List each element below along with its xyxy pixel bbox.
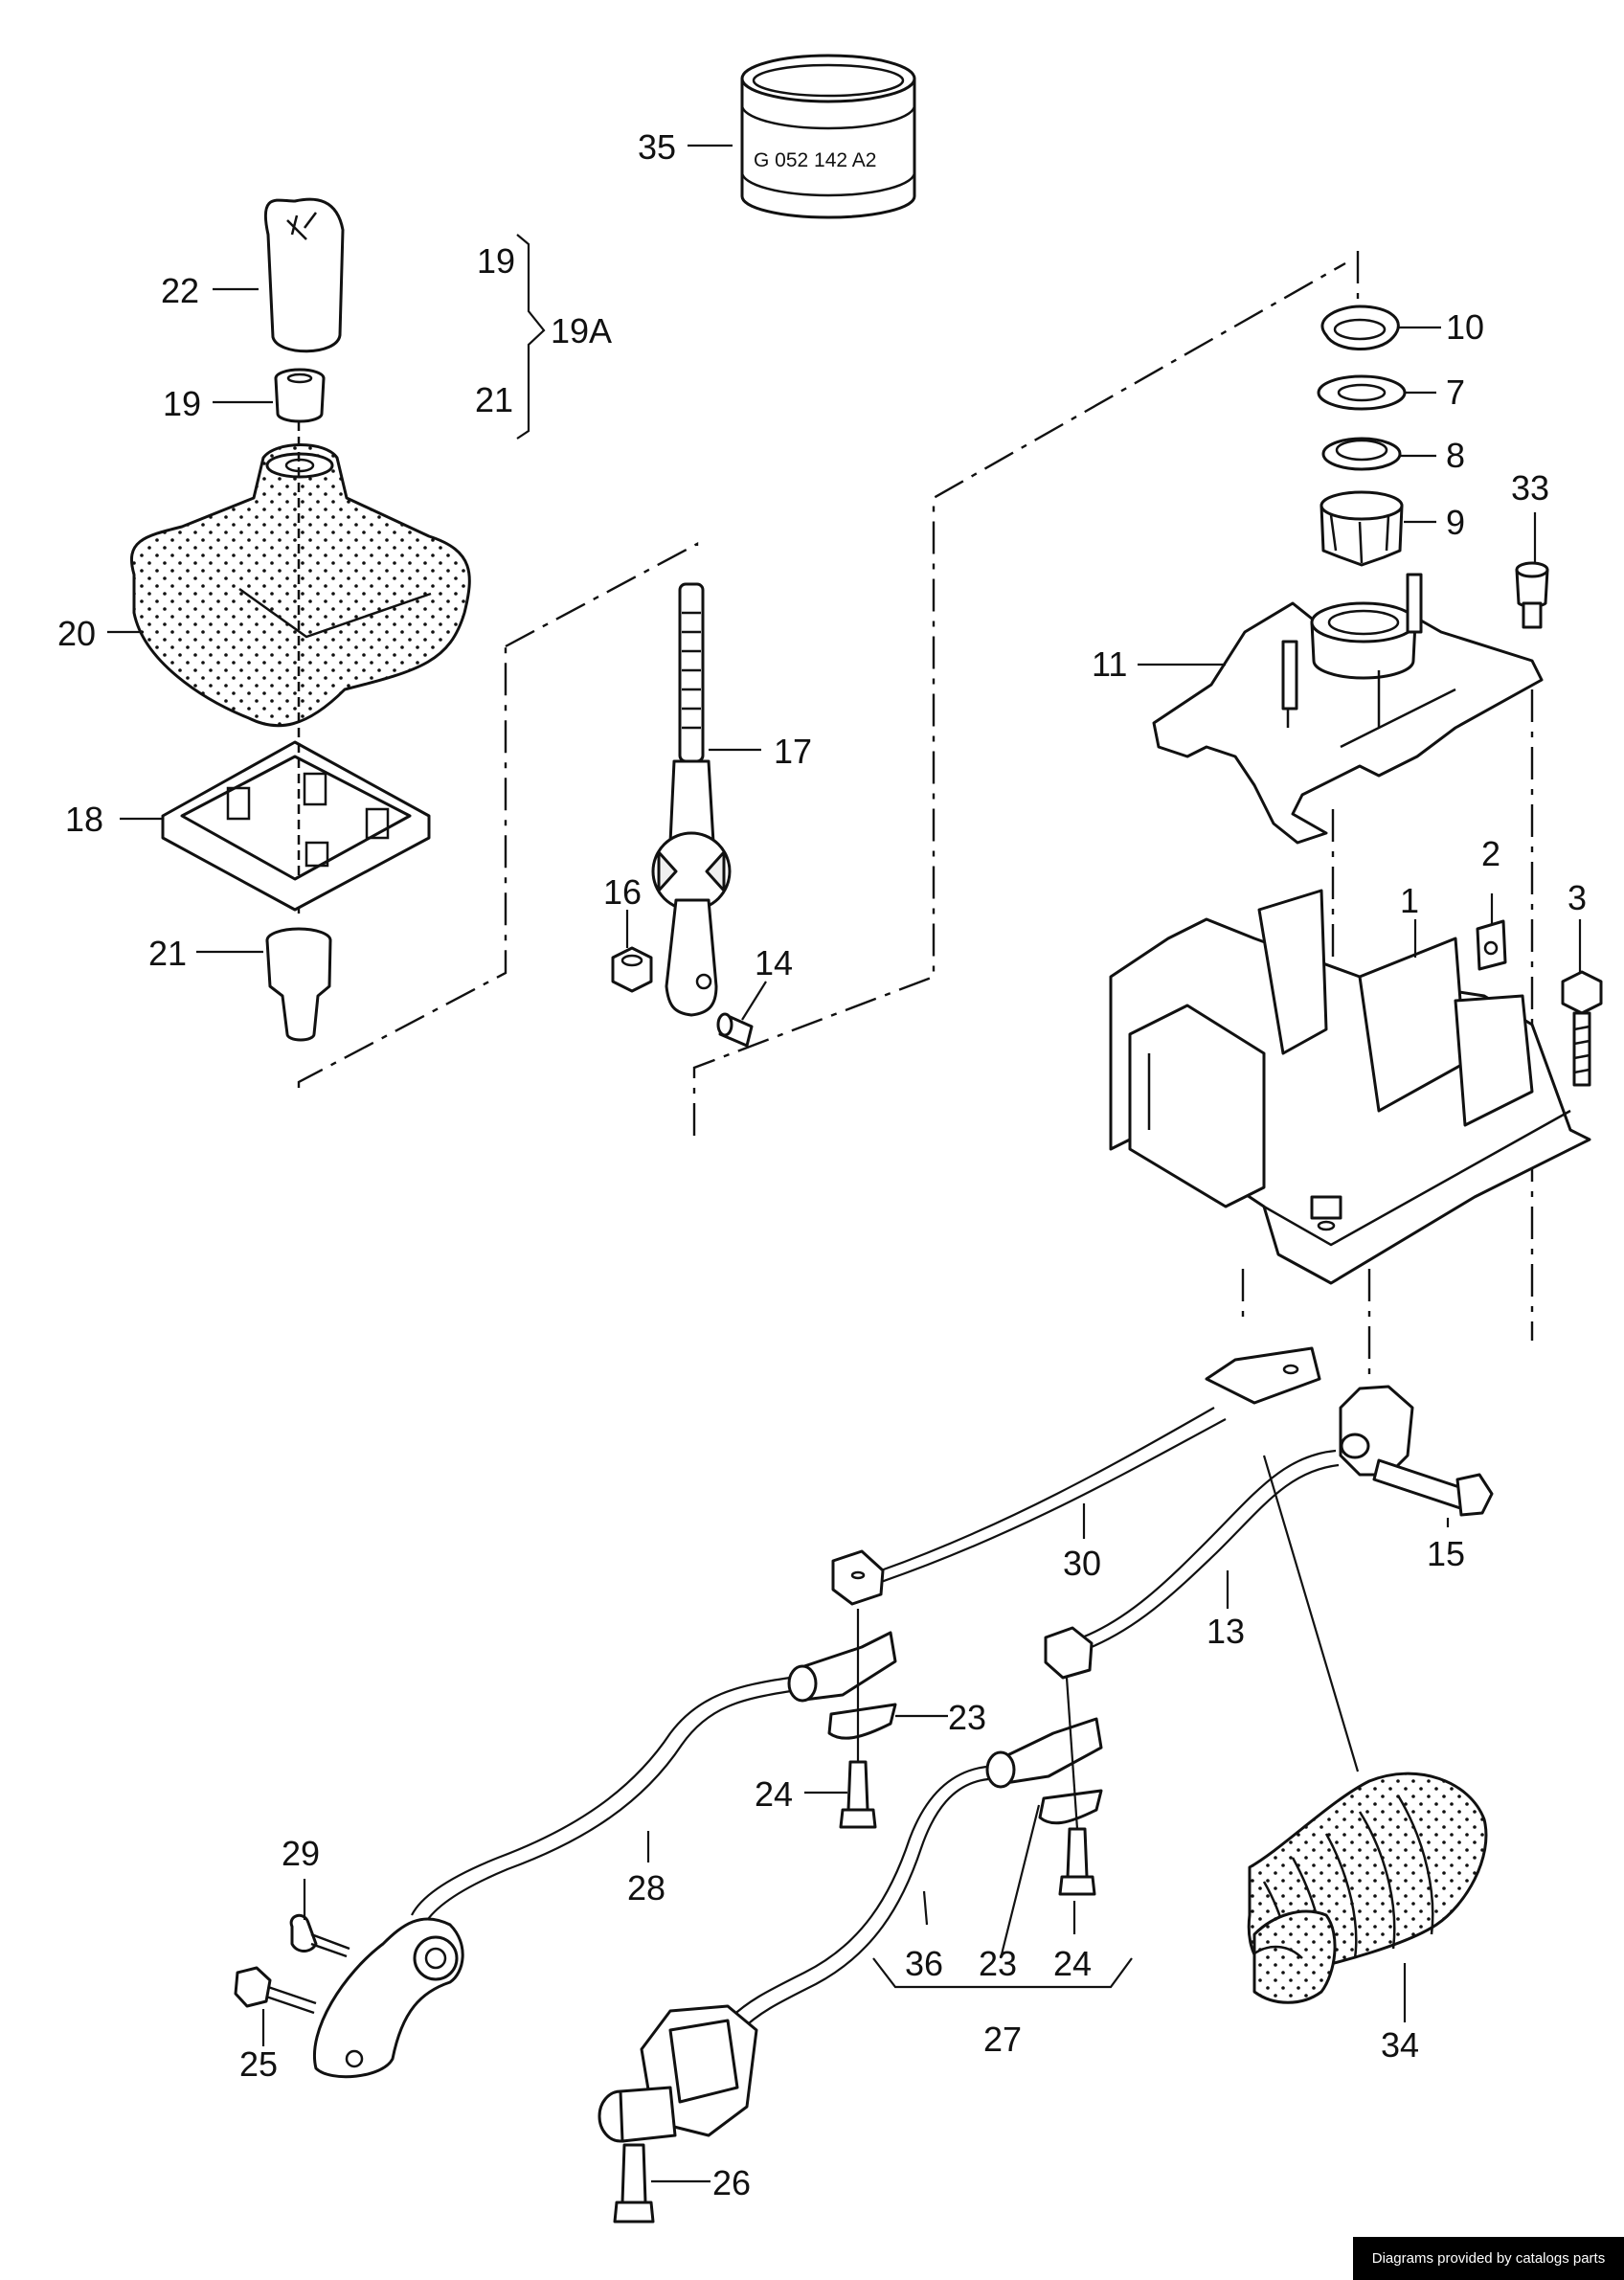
callout-9: 9 (1446, 503, 1465, 542)
part-3-bolt (1561, 970, 1603, 1087)
part-25-bolt (234, 1966, 317, 2015)
callout-24-right: 24 (1053, 1944, 1092, 1983)
callout-25: 25 (239, 2044, 278, 2084)
part-35-sleeve: G 052 142 A2 (740, 54, 916, 219)
footer-credit: Diagrams provided by catalogs parts (1353, 2237, 1624, 2280)
leader-lines (107, 144, 1582, 2183)
part-24-bolt-right (1058, 1827, 1096, 1896)
callout-33: 33 (1511, 468, 1549, 508)
part-10-circlip (1320, 305, 1400, 350)
part-9-bushing (1320, 490, 1404, 567)
part-13-cable (1044, 1385, 1414, 1680)
callout-29: 29 (282, 1834, 320, 1873)
part-36-cable (727, 1765, 989, 2033)
callout-7: 7 (1446, 372, 1465, 412)
callout-19-group: 19 (477, 241, 515, 281)
callout-10: 10 (1446, 307, 1484, 347)
callout-16: 16 (603, 872, 642, 912)
callout-1: 1 (1400, 881, 1419, 920)
part-30-cable (831, 1346, 1321, 1606)
callout-19: 19 (163, 384, 201, 423)
callout-8: 8 (1446, 436, 1465, 475)
callouts: 35 22 19 20 18 21 19 19A 21 17 16 14 10 … (57, 127, 1587, 2202)
callout-36: 36 (905, 1944, 943, 1983)
callout-20: 20 (57, 614, 96, 653)
callout-2: 2 (1481, 834, 1500, 873)
callout-19A: 19A (551, 311, 612, 350)
part-7-washer (1317, 374, 1407, 411)
part-22-shift-knob (263, 197, 345, 353)
callout-14: 14 (755, 943, 793, 982)
part-35-stamp: G 052 142 A2 (754, 149, 876, 171)
callout-13: 13 (1207, 1612, 1245, 1651)
part-23-clamp-right (985, 1717, 1103, 1825)
part-28-cable (411, 1676, 792, 1928)
part-23-clamp-left (787, 1631, 897, 1740)
callout-26: 26 (712, 2163, 751, 2202)
callout-21-group: 21 (475, 380, 513, 419)
callout-28: 28 (627, 1868, 665, 1908)
part-19-ring (274, 368, 326, 423)
part-21-bushing (265, 927, 332, 1042)
callout-30: 30 (1063, 1544, 1101, 1583)
part-26-swivel-joint (598, 2004, 758, 2224)
part-17-shift-lever (651, 582, 732, 1017)
callout-11: 11 (1092, 644, 1127, 684)
part-33-bolt (1515, 561, 1549, 629)
part-34-gaiter-boot (1247, 1772, 1488, 2004)
callout-35: 35 (638, 127, 676, 167)
part-16-nut (611, 946, 653, 993)
callout-24-left: 24 (755, 1774, 793, 1814)
part-18-frame (161, 740, 431, 912)
callout-27: 27 (983, 2020, 1022, 2059)
part-24-bolt-left (839, 1760, 877, 1829)
part-15-bolt (1372, 1458, 1494, 1517)
callout-18: 18 (65, 800, 103, 839)
callout-17: 17 (774, 732, 812, 771)
callout-23-left: 23 (948, 1698, 986, 1737)
callout-34: 34 (1381, 2025, 1419, 2065)
callout-22: 22 (161, 271, 199, 310)
part-20-shift-boot (130, 443, 471, 728)
part-14-pin (716, 1012, 754, 1048)
callout-23-right: 23 (979, 1944, 1017, 1983)
part-29-bolt (289, 1913, 350, 1958)
callout-3: 3 (1568, 878, 1587, 917)
part-2-clip (1476, 919, 1507, 971)
callout-15: 15 (1427, 1534, 1465, 1573)
part-11-lever-housing (1152, 573, 1544, 845)
part-8-bearing-ring (1321, 437, 1402, 471)
callout-21: 21 (148, 934, 187, 973)
part-25-lever-arm (313, 1917, 464, 2079)
part-1-bracket (1109, 889, 1591, 1285)
